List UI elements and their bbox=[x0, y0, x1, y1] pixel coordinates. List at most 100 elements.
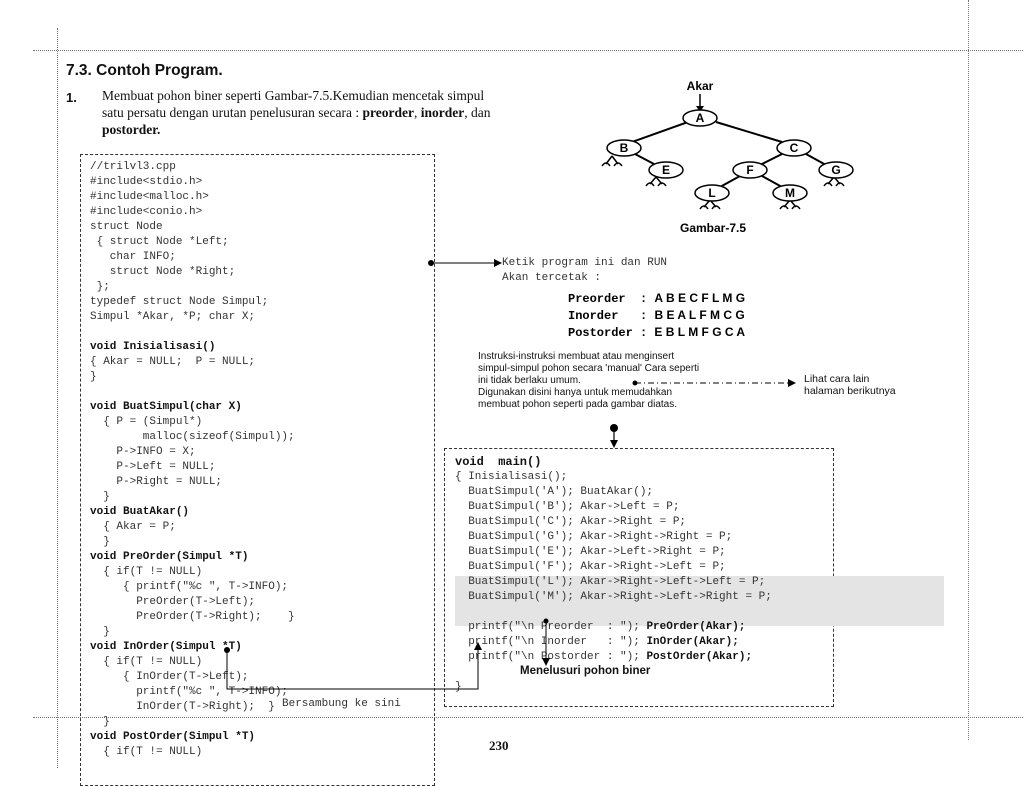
svg-text:M: M bbox=[785, 186, 795, 200]
result-preorder: Preorder : A B E C F L M G bbox=[568, 290, 745, 307]
bottom-margin-line bbox=[33, 717, 1023, 718]
left-code-line: InOrder(T->Right); } bbox=[90, 701, 275, 713]
connector-label: Bersambung ke sini bbox=[282, 698, 401, 710]
item-number: 1. bbox=[66, 90, 77, 105]
traversal-call: PostOrder(Akar); bbox=[646, 651, 753, 663]
instruction-line-5: membuat pohon seperti pada gambar diatas… bbox=[478, 399, 678, 410]
root-pointer-head bbox=[696, 106, 704, 112]
left-code-line: { InOrder(T->Left); bbox=[90, 671, 249, 683]
side-note-line-2: halaman berikutnya bbox=[804, 385, 896, 397]
left-code-line: } bbox=[90, 371, 97, 383]
main-code-line: printf("\n Postorder : "); PostOrder(Aka… bbox=[455, 650, 752, 665]
left-code-line: P->Right = NULL; bbox=[90, 476, 223, 488]
highlight-band bbox=[455, 576, 944, 626]
result-preorder-sep: : bbox=[625, 292, 655, 306]
result-postorder-sep: : bbox=[632, 326, 655, 340]
svg-text:A: A bbox=[696, 111, 705, 125]
left-code-line: { if(T != NULL) bbox=[90, 656, 203, 668]
section-title: 7.3. Contoh Program. bbox=[66, 62, 223, 79]
left-code-line: #include<stdio.h> bbox=[90, 176, 203, 188]
term-preorder: preorder bbox=[362, 105, 415, 120]
side-note-arrow bbox=[632, 379, 796, 387]
svg-text:C: C bbox=[790, 141, 799, 155]
paragraph-text: satu persatu dengan urutan penelusuran s… bbox=[102, 105, 363, 120]
instruction-line-4: Digunakan disini hanya untuk memudahkan bbox=[478, 387, 673, 398]
connector-arrow bbox=[224, 642, 482, 690]
left-code-line: P->INFO = X; bbox=[90, 446, 196, 458]
main-code-line: printf("\n Preorder : "); PreOrder(Akar)… bbox=[455, 620, 745, 635]
output-results: Preorder : A B E C F L M G Inorder : B E… bbox=[568, 290, 745, 341]
left-code-line: #include<conio.h> bbox=[90, 206, 203, 218]
left-code-line: struct Node *Right; bbox=[90, 266, 236, 278]
run-note-line-1: Ketik program ini dan RUN bbox=[502, 257, 668, 269]
left-code-line: struct Node bbox=[90, 221, 163, 233]
tree-node-l: L bbox=[694, 184, 730, 202]
right-margin-line bbox=[968, 0, 969, 740]
run-note-line-2: Akan tercetak : bbox=[502, 272, 602, 284]
root-label: Akar bbox=[687, 79, 714, 93]
left-code-line: { P = (Simpul*) bbox=[90, 416, 203, 428]
printf-call: printf("\n Preorder : "); bbox=[455, 621, 647, 633]
main-code-listing: void main(){ Inisialisasi(); BuatSimpul(… bbox=[455, 455, 835, 695]
figure-caption: Gambar-7.5 bbox=[680, 221, 746, 235]
main-code-line: BuatSimpul('C'); Akar->Right = P; bbox=[455, 516, 687, 528]
main-code-line: BuatSimpul('B'); Akar->Left = P; bbox=[455, 501, 680, 513]
left-code-line: { printf("%c ", T->INFO); bbox=[90, 581, 289, 593]
item-paragraph: Membuat pohon biner seperti Gambar-7.5.K… bbox=[102, 87, 562, 138]
tree-node-f: F bbox=[732, 161, 768, 179]
paragraph-sep-1: , bbox=[414, 105, 421, 120]
traverse-arrow bbox=[542, 618, 550, 666]
result-postorder-label: Postorder bbox=[568, 326, 633, 340]
printf-call: printf("\n Inorder : "); bbox=[455, 636, 647, 648]
tree-node-m: M bbox=[772, 184, 808, 202]
main-code-line: } bbox=[455, 681, 462, 693]
traversal-call: InOrder(Akar); bbox=[646, 636, 739, 648]
left-code-line: } bbox=[90, 491, 110, 503]
main-code-line: BuatSimpul('M'); Akar->Right->Left->Righ… bbox=[455, 591, 772, 603]
down-arrow bbox=[610, 424, 618, 448]
left-code-line: void PostOrder(Simpul *T) bbox=[90, 731, 256, 743]
main-code-line: BuatSimpul('G'); Akar->Right->Right = P; bbox=[455, 531, 733, 543]
main-code-line: BuatSimpul('A'); BuatAkar(); bbox=[455, 486, 654, 498]
left-code-line: P->Left = NULL; bbox=[90, 461, 216, 473]
svg-text:L: L bbox=[708, 186, 715, 200]
left-code-line: void BuatSimpul(char X) bbox=[90, 401, 242, 413]
left-code-line: void BuatAkar() bbox=[90, 506, 190, 518]
main-code-line: { Inisialisasi(); bbox=[455, 471, 568, 483]
svg-text:F: F bbox=[746, 163, 753, 177]
tree-node-g: G bbox=[818, 161, 854, 179]
instruction-line-1: Instruksi-instruksi membuat atau mengins… bbox=[478, 351, 675, 362]
side-note-line-1: Lihat cara lain bbox=[804, 373, 870, 385]
main-code-line: BuatSimpul('L'); Akar->Right->Left->Left… bbox=[455, 576, 766, 588]
page-number: 230 bbox=[489, 738, 509, 753]
svg-text:E: E bbox=[662, 163, 670, 177]
svg-text:B: B bbox=[620, 141, 629, 155]
term-inorder: inorder bbox=[420, 105, 465, 120]
left-code-line: typedef struct Node Simpul; bbox=[90, 296, 269, 308]
paragraph-line-3: postorder. bbox=[102, 121, 562, 138]
left-code-line: malloc(sizeof(Simpul)); bbox=[90, 431, 295, 443]
left-code-listing: //trilvl3.cpp#include<stdio.h>#include<m… bbox=[90, 160, 430, 768]
result-inorder: Inorder : B E A L F M C G bbox=[568, 307, 745, 324]
instruction-line-3: ini tidak berlaku umum. bbox=[478, 375, 581, 386]
left-code-line: //trilvl3.cpp bbox=[90, 161, 176, 173]
left-code-line: { Akar = NULL; P = NULL; bbox=[90, 356, 256, 368]
left-code-line: char INFO; bbox=[90, 251, 176, 263]
left-code-line: { if(T != NULL) bbox=[90, 746, 203, 758]
result-inorder-label: Inorder bbox=[568, 309, 619, 323]
left-code-line: } bbox=[90, 536, 110, 548]
traversal-call: PreOrder(Akar); bbox=[646, 621, 746, 633]
top-margin-line bbox=[33, 50, 1023, 51]
main-code-line: printf("\n Inorder : "); InOrder(Akar); bbox=[455, 635, 739, 650]
null-leaf-marks bbox=[601, 155, 845, 210]
main-code-line: BuatSimpul('E'); Akar->Left->Right = P; bbox=[455, 546, 726, 558]
left-code-line: { struct Node *Left; bbox=[90, 236, 229, 248]
side-note: Lihat cara lain halaman berikutnya bbox=[804, 373, 896, 397]
term-postorder: postorder. bbox=[102, 122, 161, 137]
paragraph-line-1: Membuat pohon biner seperti Gambar-7.5.K… bbox=[102, 88, 485, 103]
instruction-note: Instruksi-instruksi membuat atau mengins… bbox=[478, 351, 748, 411]
left-code-line: { Akar = P; bbox=[90, 521, 176, 533]
svg-text:G: G bbox=[831, 163, 840, 177]
printf-call: printf("\n Postorder : "); bbox=[455, 651, 647, 663]
left-code-line: } bbox=[90, 716, 110, 728]
